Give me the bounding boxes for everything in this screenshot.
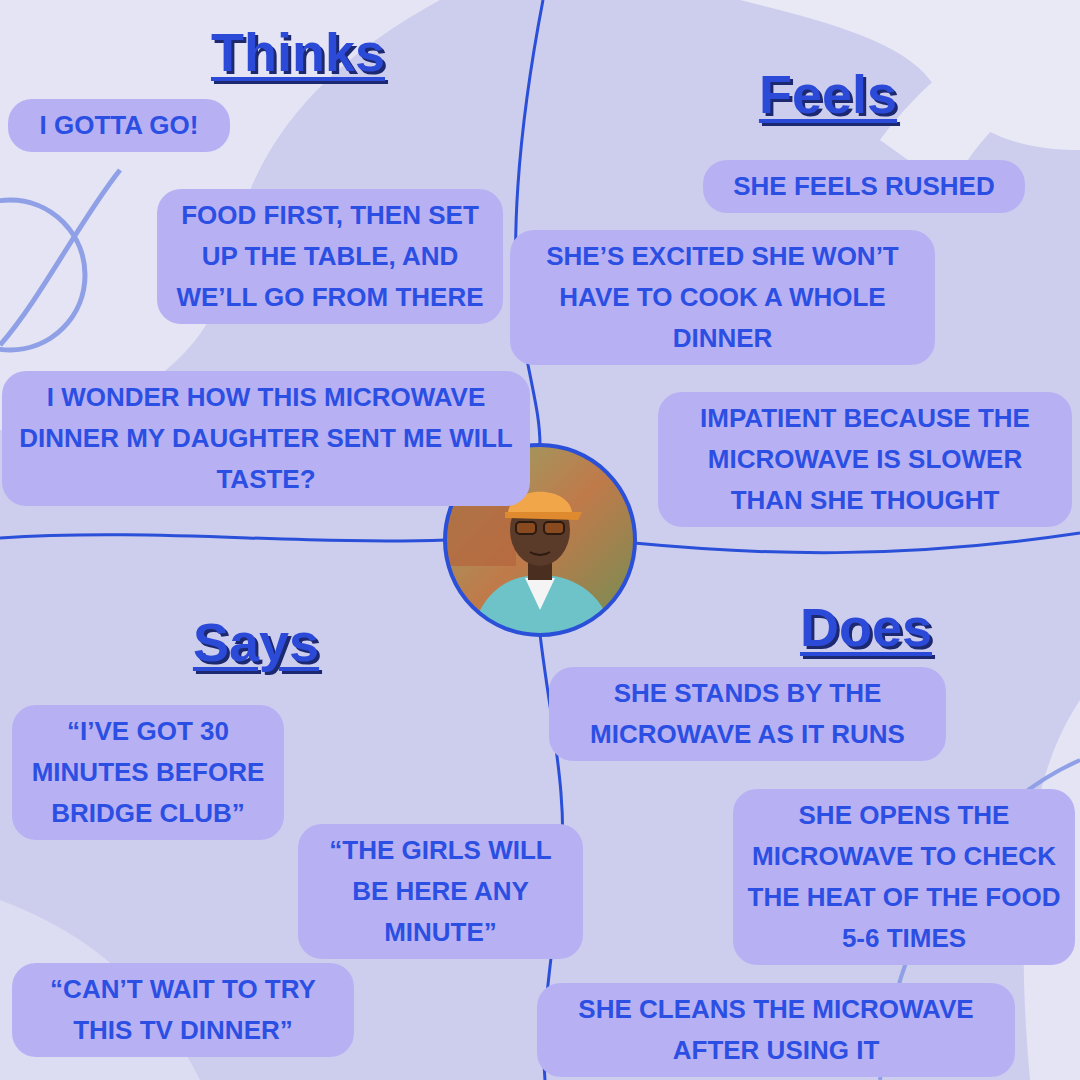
- divider-line: [0, 535, 446, 541]
- photo-glasses: [516, 522, 536, 534]
- note-pill: SHE OPENS THE MICROWAVE TO CHECK THE HEA…: [733, 789, 1075, 965]
- arc-decoration: [0, 170, 120, 345]
- photo-glasses: [544, 522, 564, 534]
- note-pill: “CAN’T WAIT TO TRY THIS TV DINNER”: [12, 963, 354, 1057]
- photo-visor-brim: [505, 512, 582, 520]
- empathy-quadrant: FeelsSHE FEELS RUSHEDSHE’S EXCITED SHE W…: [540, 0, 1080, 540]
- quadrant-heading: Says: [193, 610, 319, 674]
- photo-smile: [530, 552, 550, 555]
- note-pill: I WONDER HOW THIS MICROWAVE DINNER MY DA…: [2, 371, 530, 506]
- note-pill: SHE STANDS BY THE MICROWAVE AS IT RUNS: [549, 667, 946, 761]
- divider-line: [634, 533, 1080, 553]
- note-text: IMPATIENT BECAUSE THE MICROWAVE IS SLOWE…: [672, 398, 1058, 521]
- photo-jacket: [470, 575, 615, 640]
- note-pill: “I’VE GOT 30 MINUTES BEFORE BRIDGE CLUB”: [12, 705, 284, 840]
- note-pill: SHE FEELS RUSHED: [703, 160, 1025, 213]
- empathy-quadrant: Says “I’VE GOT 30 MINUTES BEFORE BRIDGE C…: [0, 540, 540, 1080]
- quadrant-heading: Feels: [759, 62, 897, 126]
- note-text: FOOD FIRST, THEN SET UP THE TABLE, AND W…: [171, 195, 489, 318]
- note-pill: IMPATIENT BECAUSE THE MICROWAVE IS SLOWE…: [658, 392, 1072, 527]
- note-pill: SHE CLEANS THE MICROWAVE AFTER USING IT: [537, 983, 1015, 1077]
- note-text: “CAN’T WAIT TO TRY THIS TV DINNER”: [26, 969, 340, 1051]
- empathy-quadrant: Thinks I GOTTA GO! FOOD FIRST, THEN SET UP…: [0, 0, 540, 540]
- quadrant-heading: Does: [800, 595, 932, 659]
- note-text: SHE’S EXCITED SHE WON’T HAVE TO COOK A W…: [524, 236, 921, 359]
- note-text: SHE FEELS RUSHED: [717, 166, 1011, 207]
- note-text: “THE GIRLS WILL BE HERE ANY MINUTE”: [312, 830, 569, 953]
- note-pill: I GOTTA GO!: [8, 99, 230, 152]
- quadrant-heading: Thinks: [211, 20, 385, 84]
- note-text: SHE CLEANS THE MICROWAVE AFTER USING IT: [551, 989, 1001, 1071]
- photo-shirt: [525, 578, 555, 610]
- note-pill: FOOD FIRST, THEN SET UP THE TABLE, AND W…: [157, 189, 503, 324]
- note-pill: “THE GIRLS WILL BE HERE ANY MINUTE”: [298, 824, 583, 959]
- note-text: I WONDER HOW THIS MICROWAVE DINNER MY DA…: [16, 377, 516, 500]
- note-pill: SHE’S EXCITED SHE WON’T HAVE TO COOK A W…: [510, 230, 935, 365]
- note-text: I GOTTA GO!: [22, 105, 216, 146]
- note-text: SHE OPENS THE MICROWAVE TO CHECK THE HEA…: [747, 795, 1061, 959]
- note-text: “I’VE GOT 30 MINUTES BEFORE BRIDGE CLUB”: [26, 711, 270, 834]
- empathy-quadrant: DoesSHE STANDS BY THE MICROWAVE AS IT RU…: [540, 540, 1080, 1080]
- note-text: SHE STANDS BY THE MICROWAVE AS IT RUNS: [563, 673, 932, 755]
